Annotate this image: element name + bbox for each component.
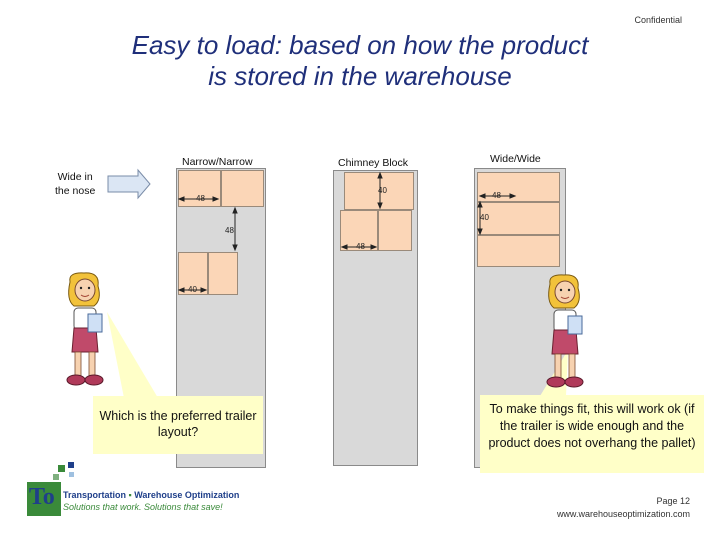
title-line-1: Easy to load: based on how the product [131, 30, 589, 60]
label-wide-wide: Wide/Wide [490, 153, 541, 165]
nose-label: Wide in the nose [55, 170, 95, 198]
pallet [378, 210, 412, 251]
girl-illustration-left [66, 272, 104, 386]
logo-name-part-2: Warehouse Optimization [134, 490, 240, 500]
pallet [477, 202, 560, 235]
page-number: Page 12 [656, 496, 690, 506]
logo-mark: To [29, 484, 55, 510]
dim-label: 40 [480, 213, 489, 222]
page-title: Easy to load: based on how the product i… [40, 30, 680, 92]
dim-label: 48 [225, 226, 234, 235]
logo-name: Transportation ▪ Warehouse Optimization [63, 490, 240, 500]
label-chimney-block: Chimney Block [338, 157, 409, 169]
nose-label-line-1: Wide in [57, 171, 93, 183]
pallet [221, 170, 264, 207]
pallet [178, 252, 208, 295]
company-logo: To Transportation ▪ Warehouse Optimizati… [25, 462, 265, 520]
speech-bubble-left: Which is the preferred trailer layout? [93, 396, 263, 454]
pallet [340, 210, 378, 251]
speech-bubble-right: To make things fit, this will work ok (i… [480, 395, 704, 473]
confidential-label: Confidential [634, 15, 682, 25]
dim-label: 48 [196, 194, 205, 203]
logo-tagline: Solutions that work. Solutions that save… [63, 502, 223, 512]
logo-squares [27, 462, 74, 516]
nose-label-line-2: the nose [55, 185, 96, 197]
website-link[interactable]: www.warehouseoptimization.com [556, 509, 690, 519]
pallet [477, 235, 560, 267]
dim-label: 40 [188, 285, 197, 294]
dim-label: 48 [492, 191, 501, 200]
label-narrow-narrow: Narrow/Narrow [182, 156, 253, 168]
logo-name-part-1: Transportation [63, 490, 127, 500]
pallet [208, 252, 238, 295]
title-line-2: is stored in the warehouse [208, 61, 512, 91]
dim-label: 40 [378, 186, 387, 195]
girl-illustration-right [546, 274, 584, 388]
dim-label: 48 [356, 242, 365, 251]
pallet [477, 172, 560, 202]
